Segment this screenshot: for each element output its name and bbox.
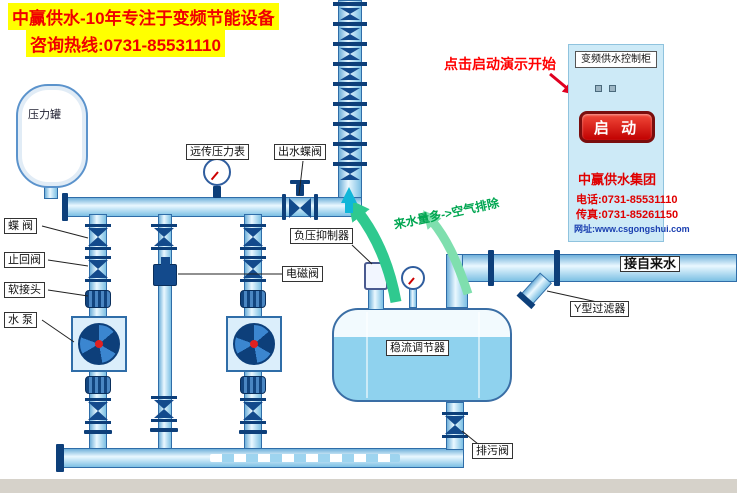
riser-valve-icon — [340, 8, 360, 20]
drain-valve-label: 排污阀 — [472, 443, 513, 459]
riser-valve-icon — [340, 148, 360, 160]
water-pump-1 — [71, 316, 127, 372]
inlet-pipe — [462, 254, 737, 282]
inlet-flange-2 — [554, 250, 560, 286]
riser-valve-icon — [340, 48, 360, 60]
soft-joint-icon — [240, 290, 266, 308]
pipe-stripe-pattern — [210, 454, 400, 462]
remote-gauge-label: 远传压力表 — [186, 144, 249, 160]
flange-icon — [239, 430, 267, 434]
solenoid-valve-icon — [153, 257, 177, 286]
riser-valve-icon — [340, 68, 360, 80]
page-title: 中赢供水-10年专注于变频节能设备 — [8, 3, 279, 30]
valve-handle — [290, 180, 310, 184]
riser-flange — [333, 142, 367, 146]
fax-text: 传真:0731-85261150 — [576, 209, 679, 221]
water-pump-2 — [226, 316, 282, 372]
tank-pressure-gauge-icon — [401, 266, 425, 290]
flange-icon — [150, 428, 178, 432]
tank-seam — [478, 312, 480, 398]
riser-flange — [333, 2, 367, 6]
riser-valve-icon — [340, 28, 360, 40]
indicator-light — [609, 85, 616, 92]
check-valve-label: 止回阀 — [4, 252, 45, 268]
outlet-butterfly-valve-icon — [288, 196, 312, 220]
vacuum-suppressor-label: 负压抑制器 — [290, 228, 353, 244]
start-button[interactable]: 启 动 — [579, 111, 655, 143]
flange-icon — [314, 194, 318, 220]
main-pipe-endcap — [62, 193, 68, 221]
soft-joint-icon — [240, 376, 266, 394]
valve-icon — [151, 224, 177, 250]
butterfly-valve-icon — [240, 224, 266, 250]
riser-flange — [333, 62, 367, 66]
riser-flange — [333, 82, 367, 86]
tank-gauge-stem — [409, 288, 417, 308]
phone-text: 电话:0731-85531110 — [576, 194, 678, 206]
butterfly-valve-label: 蝶 阀 — [4, 218, 38, 234]
demo-hint-text: 点击启动演示开始 — [444, 56, 556, 72]
valve-stem — [296, 184, 304, 196]
riser-flange — [333, 102, 367, 106]
flange-icon — [84, 430, 112, 434]
solenoid-valve-label: 电磁阀 — [282, 266, 323, 282]
control-cabinet-panel: 变频供水控制柜 启 动 中赢供水集团 电话:0731-85531110 传真:0… — [568, 44, 690, 242]
drain-valve-icon — [442, 412, 468, 438]
riser-valve-icon — [340, 168, 360, 180]
water-pump-label: 水 泵 — [4, 312, 38, 328]
bottom-pipe-endcap — [56, 444, 64, 472]
valve-icon — [85, 398, 111, 424]
riser-valve-icon — [340, 88, 360, 100]
pump-fan-icon — [78, 323, 120, 365]
soft-joint-label: 软接头 — [4, 282, 45, 298]
vacuum-suppressor-icon — [364, 262, 388, 290]
valve-icon — [240, 398, 266, 424]
riser-flange — [333, 162, 367, 166]
flow-note-text: 来水量多->空气排除 — [392, 195, 501, 232]
inlet-flange-1 — [488, 250, 494, 286]
check-valve-icon — [240, 256, 266, 282]
riser-valve-icon — [340, 128, 360, 140]
window-bottom-strip — [0, 479, 737, 493]
indicator-light — [595, 85, 602, 92]
riser-flange — [333, 22, 367, 26]
pressure-tank-label: 压力罐 — [28, 109, 61, 121]
tap-inlet-label: 接自来水 — [620, 256, 681, 272]
website-text: 网址:www.csgongshui.com — [574, 224, 690, 234]
flange-icon — [282, 194, 286, 220]
riser-flange — [333, 122, 367, 126]
soft-joint-icon — [85, 376, 111, 394]
flow-regulator-label: 稳流调节器 — [386, 340, 449, 356]
cabinet-title: 变频供水控制柜 — [575, 51, 657, 68]
y-filter-label: Y型过滤器 — [570, 301, 630, 317]
outlet-valve-label: 出水蝶阀 — [274, 144, 326, 160]
riser-valve-icon — [340, 108, 360, 120]
tank-seam — [366, 312, 368, 398]
pump-fan-icon — [233, 323, 275, 365]
company-name: 中赢供水集团 — [577, 172, 656, 187]
valve-icon — [151, 396, 177, 422]
hotline-text: 咨询热线:0731-85531110 — [26, 30, 225, 57]
gauge-stem — [213, 186, 221, 198]
suppressor-nozzle-pipe — [368, 288, 384, 310]
butterfly-valve-icon — [85, 224, 111, 250]
riser-flange — [333, 42, 367, 46]
pressure-tank — [16, 84, 88, 188]
soft-joint-icon — [85, 290, 111, 308]
remote-pressure-gauge-icon — [203, 158, 231, 186]
check-valve-icon — [85, 256, 111, 282]
